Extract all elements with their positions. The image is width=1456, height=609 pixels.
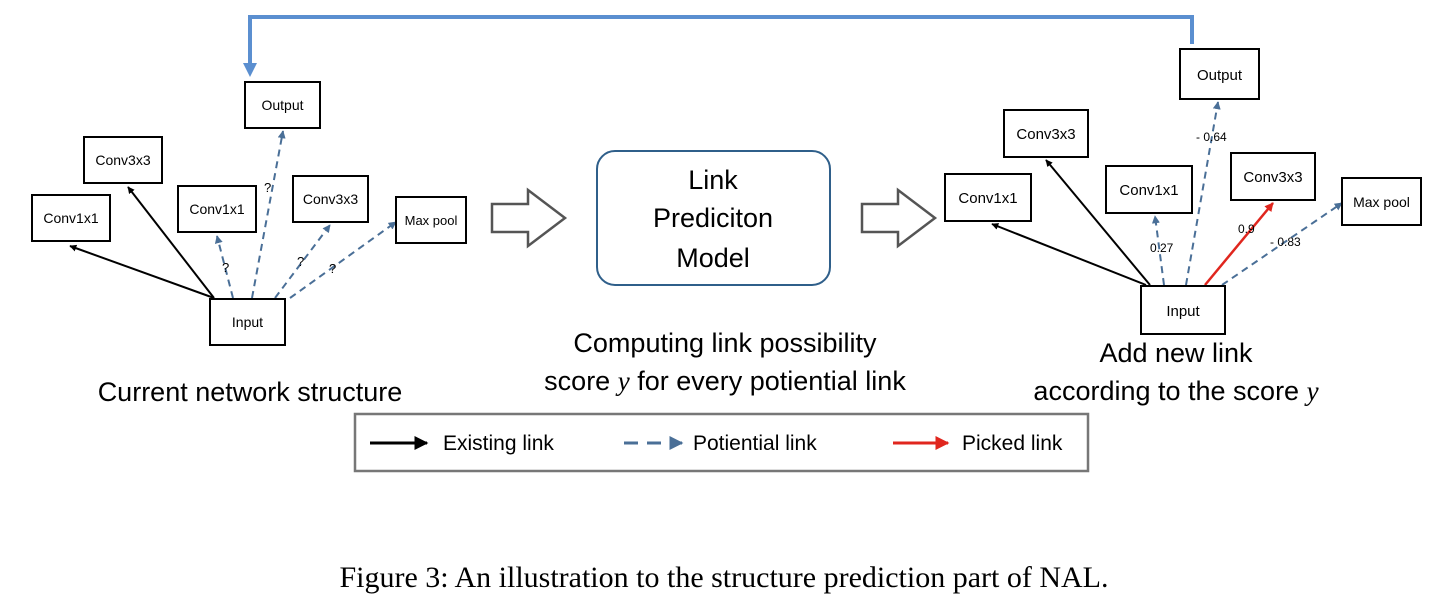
right-link-input-conv3x3b-picked: [1204, 202, 1274, 286]
right-node-input-label: Input: [1166, 303, 1200, 320]
right-node-conv1x1-b-box: [1105, 165, 1193, 214]
left-caption: Current network structure: [98, 377, 403, 407]
right-node-input-box: [1140, 285, 1226, 335]
model-caption-pre: score: [544, 366, 618, 396]
model-caption-var: y: [615, 366, 630, 396]
left-node-conv3x3-b-label: Conv3x3: [303, 191, 358, 207]
right-node-conv1x1-box: [944, 173, 1032, 222]
right-node-conv3x3-b-box: [1230, 152, 1316, 201]
left-node-maxpool-box: [395, 196, 467, 244]
model-caption-post: for every potiential link: [630, 366, 907, 396]
right-link-input-maxpool-potential: [1221, 202, 1343, 286]
left-potential-mark: ?: [297, 254, 304, 269]
right-node-output-box: [1179, 48, 1260, 100]
left-node-maxpool-label: Max pool: [405, 213, 458, 228]
left-node-output-box: [244, 81, 321, 129]
flow-arrow-1: [490, 187, 568, 249]
left-node-conv3x3-box: [83, 136, 163, 184]
left-potential-mark: ?: [329, 261, 336, 276]
right-node-conv3x3-b-label: Conv3x3: [1243, 169, 1302, 186]
right-node-maxpool-label: Max pool: [1353, 194, 1410, 210]
right-node-output-label: Output: [1197, 67, 1243, 84]
right-node-maxpool-box: [1341, 177, 1422, 226]
score-output: - 0.64: [1196, 130, 1227, 144]
model-title-line2: Prediciton: [653, 203, 773, 233]
score-conv3x3: 0.9: [1238, 222, 1255, 236]
left-node-conv1x1-b-label: Conv1x1: [189, 201, 244, 217]
right-caption-var: y: [1304, 376, 1319, 406]
left-node-output-label: Output: [261, 97, 303, 113]
right-network: - 0.64 0.27 0.9 - 0.83 Output Conv3x3 Co…: [944, 48, 1422, 406]
legend-potential-label: Potiential link: [693, 432, 817, 455]
left-link-input-conv3x3b-potential: [274, 224, 331, 299]
flow-arrow-2: [860, 187, 938, 249]
right-node-conv3x3-label: Conv3x3: [1016, 126, 1075, 143]
left-node-conv3x3-label: Conv3x3: [95, 152, 150, 168]
right-caption-line2: according to the score y: [1033, 376, 1318, 406]
right-caption-pre: according to the score: [1033, 376, 1306, 406]
legend-box: [353, 412, 1090, 473]
figure-caption: Figure 3: An illustration to the structu…: [339, 561, 1108, 594]
right-link-input-output-potential: [1185, 101, 1221, 286]
link-prediction-model: Link Prediciton Model Computing link pos…: [544, 150, 906, 396]
left-link-input-output-potential: [251, 130, 286, 299]
left-node-conv1x1-label: Conv1x1: [43, 210, 98, 226]
legend-existing-label: Existing link: [443, 432, 554, 455]
left-network: ? ? ? ? Output Conv3x3 Conv1x1 Conv1x1 C…: [31, 81, 467, 407]
left-node-conv3x3-b-box: [292, 175, 369, 223]
left-link-input-conv3x3: [127, 186, 215, 299]
left-potential-mark: ?: [222, 260, 229, 275]
left-node-conv1x1-b-box: [177, 185, 257, 233]
model-caption-line1: Computing link possibility: [573, 328, 877, 358]
feedback-arrow: [243, 15, 1194, 77]
left-link-input-maxpool-potential: [289, 221, 397, 299]
left-link-input-conv1x1: [69, 244, 215, 299]
score-maxpool: - 0.83: [1270, 235, 1301, 249]
right-link-input-conv3x3: [1045, 159, 1151, 286]
left-node-input-box: [209, 298, 286, 346]
legend: Existing link Potiential link Picked lin…: [353, 412, 1090, 473]
model-caption-line2: score y for every potiential link: [544, 366, 906, 396]
model-box: [596, 150, 831, 286]
right-node-conv3x3-box: [1003, 109, 1089, 158]
right-node-conv1x1-b-label: Conv1x1: [1119, 182, 1178, 199]
left-potential-mark: ?: [264, 180, 271, 195]
left-link-input-conv1x1-potential: [214, 235, 234, 299]
model-title-line3: Model: [676, 243, 750, 273]
score-conv1x1: 0.27: [1150, 241, 1174, 255]
right-caption-line1: Add new link: [1099, 338, 1253, 368]
legend-picked-label: Picked link: [962, 432, 1063, 455]
right-link-input-conv1x1: [991, 223, 1147, 286]
left-node-conv1x1-box: [31, 194, 111, 242]
right-node-conv1x1-label: Conv1x1: [958, 190, 1017, 207]
model-title-line1: Link: [688, 165, 738, 195]
left-node-input-label: Input: [232, 314, 263, 330]
